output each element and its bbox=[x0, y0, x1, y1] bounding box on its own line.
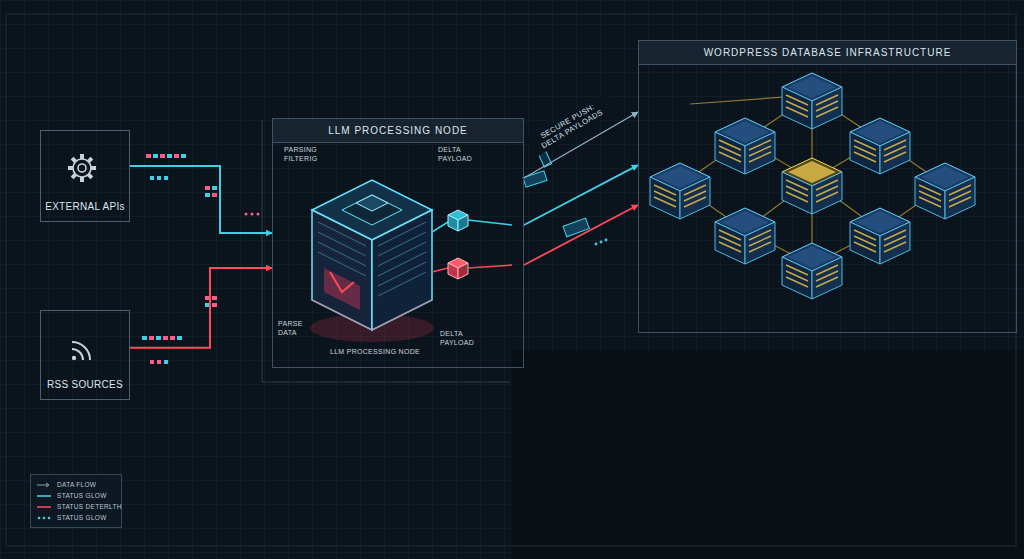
legend: DATA FLOWSTATUS GLOWSTATUS DETERLTHSTATU… bbox=[30, 474, 122, 528]
legend-text: STATUS GLOW bbox=[57, 492, 107, 499]
source-box: RSS SOURCES bbox=[40, 310, 130, 400]
legend-row: STATUS DETERLTH bbox=[36, 501, 116, 512]
annotation-label: LLM PROCESSING NODE bbox=[310, 348, 440, 357]
legend-sample bbox=[36, 493, 52, 499]
legend-row: STATUS GLOW bbox=[36, 490, 116, 501]
edge-label: SECURE PUSH: DELTA PAYLOADS bbox=[526, 94, 614, 157]
legend-text: STATUS DETERLTH bbox=[57, 503, 122, 510]
legend-text: STATUS GLOW bbox=[57, 514, 107, 521]
annotation-label: DELTA PAYLOAD bbox=[438, 146, 486, 164]
flow-connector bbox=[524, 165, 638, 225]
legend-sample bbox=[36, 504, 52, 510]
legend-row: STATUS GLOW bbox=[36, 512, 116, 523]
annotation-label: DELTA PAYLOAD bbox=[440, 330, 488, 348]
annotation-label: PARSE DATA bbox=[278, 320, 318, 338]
source-box: EXTERNAL APIs bbox=[40, 130, 130, 222]
box-label: EXTERNAL APIs bbox=[45, 201, 125, 212]
flow-connector bbox=[130, 166, 272, 233]
flow-connector bbox=[130, 268, 272, 348]
flow-connector bbox=[524, 205, 638, 265]
box-label: RSS SOURCES bbox=[47, 379, 123, 390]
legend-sample bbox=[36, 515, 52, 521]
legend-sample bbox=[36, 482, 52, 488]
annotation-label: PARSING FILTERIG bbox=[284, 146, 330, 164]
panel-title: WORDPRESS DATABASE INFRASTRUCTURE bbox=[639, 41, 1016, 65]
database-panel: WORDPRESS DATABASE INFRASTRUCTURE bbox=[638, 40, 1017, 333]
panel-title: LLM PROCESSING NODE bbox=[273, 119, 523, 143]
legend-row: DATA FLOW bbox=[36, 479, 116, 490]
legend-text: DATA FLOW bbox=[57, 481, 96, 488]
